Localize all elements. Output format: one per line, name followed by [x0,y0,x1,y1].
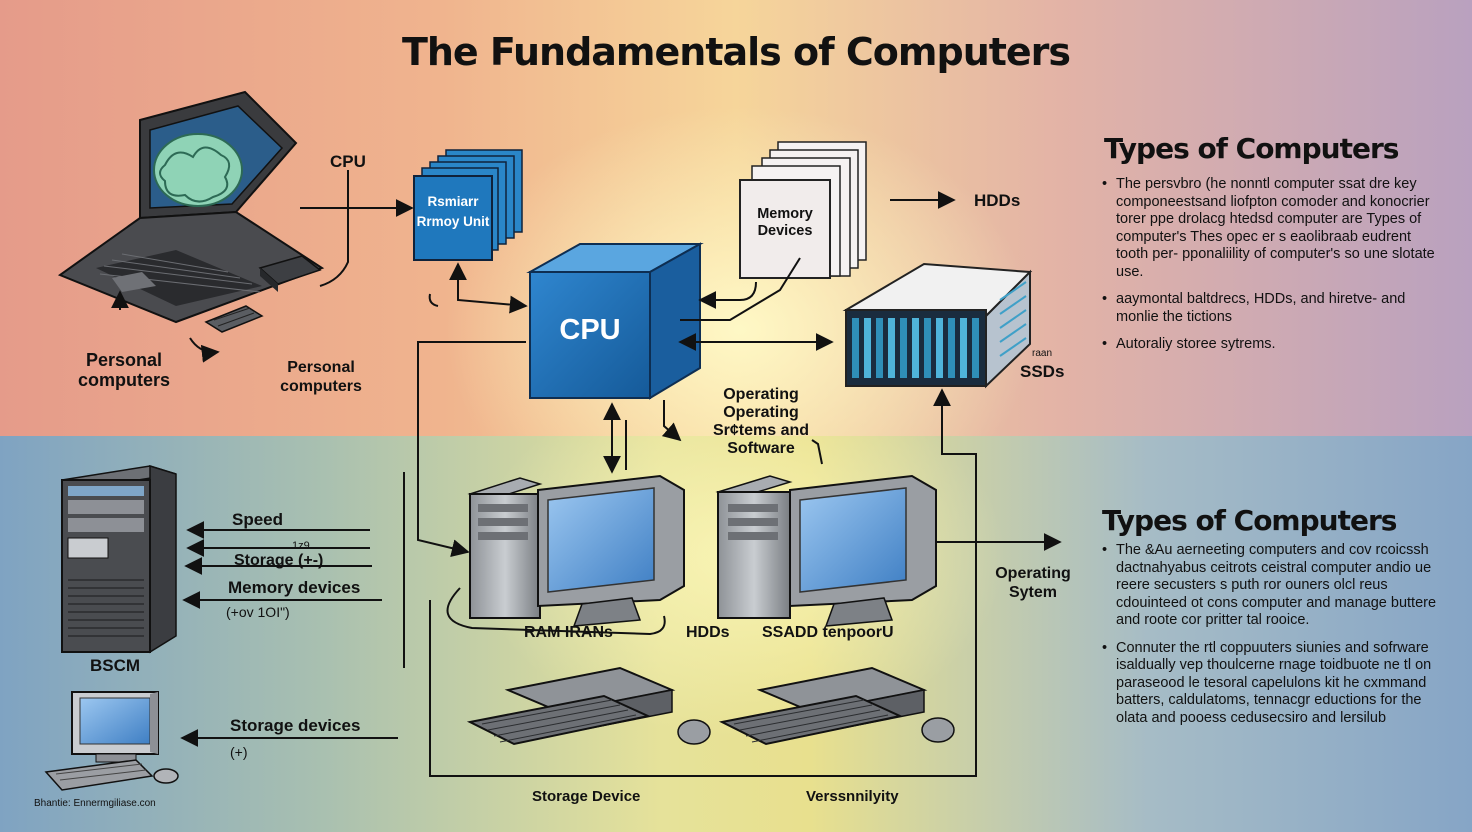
panel-bottom-bullet: Connuter the rtl coppuuters siunies and … [1102,640,1446,728]
cpu-label-top: CPU [330,152,366,171]
server-drive-slot [900,318,907,378]
server-drive-slot [864,318,871,378]
panel-bottom-bullet: The &Au aerneeting computers and cov rco… [1102,542,1446,630]
server-drive-slot [948,318,955,378]
panel-bottom-bullets: The &Au aerneeting computers and cov rco… [1100,542,1446,737]
cpu-cube-label: CPU [559,314,621,346]
panel-top-heading: Types of Computers [1104,132,1399,165]
server-drive-slot [960,318,967,378]
desktop-computer-1 [467,474,685,627]
bottom-caption: Bhantie: Ennermgiliase.con [34,798,156,809]
personal-computers-label-1: Personal computers [77,350,171,390]
personal-computers-label-2: Personal computers [280,359,362,395]
ssds-label: SSDs [1020,362,1065,381]
memory-unit-label: Rsmiarr Rrmoy Unit [416,194,490,229]
server-drive-slot [936,318,943,378]
storage-label: Storage (+-) [234,552,324,569]
storage-devices-sub-label: (+) [230,744,248,760]
hdds-label-top: HDDs [974,191,1021,210]
desktop-computer-2 [715,474,937,627]
server-rack-icon [842,262,1033,389]
panel-top-bullets: The persvbro (he nonntl computer ssat dr… [1100,176,1442,364]
panel-top-bullet: Autoraliy storee sytrems. [1102,336,1442,354]
panel-bottom-heading: Types of Computers [1102,504,1397,537]
storage-small-label: 1z9 [292,540,310,552]
memory-devices-label: Memory Devices [757,206,813,239]
desktop-tower-icon [61,464,177,654]
ssadd-label: SSADD tenpoorU [762,624,894,641]
server-drive-slot [852,318,859,378]
operating-systems-label: Operating Operating Sr¢tems and Software [712,386,810,457]
cpu-cube [526,242,704,400]
keyboard-icon [466,666,711,746]
panel-top-bullet: aaymontal baltdrecs, HDDs, and hiretve- … [1102,291,1442,326]
memory-devices-stack [739,141,867,279]
hdds-mid-label: HDDs [686,624,730,641]
laptop-icon [57,90,325,324]
server-drive-slot [876,318,883,378]
memory-unit-stack [413,149,523,261]
speed-label: Speed [232,510,284,529]
panel-top-bullet: The persvbro (he nonntl computer ssat dr… [1102,176,1442,281]
server-drive-slot [888,318,895,378]
hard-drive-icon [204,255,322,333]
server-drive-slot [912,318,919,378]
server-drive-slot [972,318,979,378]
operating-system-right-label: Operating Sytem [995,565,1071,601]
server-drive-slot [924,318,931,378]
storage-device-bottom-label: Storage Device [532,788,641,805]
storage-devices-left-label: Storage devices [230,716,361,735]
memory-devices-sub-label: (+ov 1OI") [226,604,290,620]
page-title: The Fundamentals of Computers [401,30,1071,74]
keyboard-icon-2 [718,666,955,746]
monitor-icon [44,691,179,791]
ram-label: RAM IRANs [524,624,613,641]
ssds-small-label: raan [1032,348,1053,359]
connector-arrows [111,170,1062,777]
memory-devices-left-label: Memory devices [228,578,361,597]
versatility-label: Verssnnilyity [806,788,899,805]
bscm-label: BSCM [90,656,141,675]
